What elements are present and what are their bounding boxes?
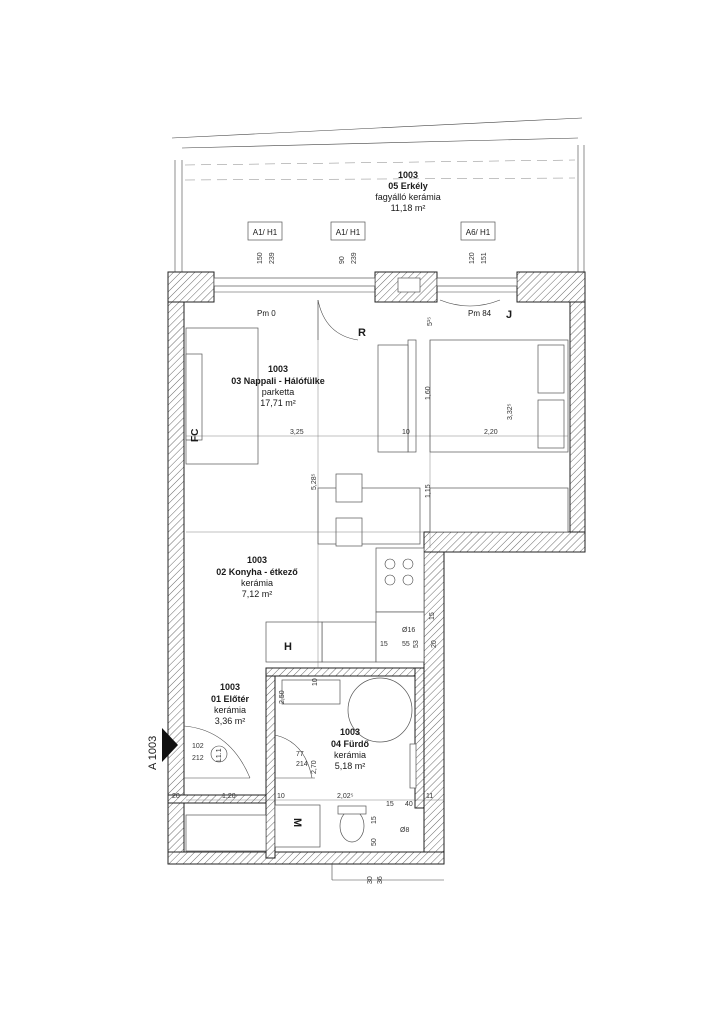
svg-text:A1/ H1: A1/ H1 [336,228,361,237]
svg-text:15: 15 [386,801,394,808]
sofa [185,327,259,465]
svg-text:77: 77 [296,751,304,758]
washer-area [185,804,321,852]
svg-text:20: 20 [431,640,438,648]
svg-text:3,36 m²: 3,36 m² [215,716,246,726]
svg-text:kerámia: kerámia [334,750,366,760]
kitchen-counter [265,547,425,663]
svg-text:Pm 84: Pm 84 [468,309,492,318]
svg-text:Ø16: Ø16 [402,627,415,634]
svg-text:239: 239 [269,252,276,264]
svg-text:R: R [358,327,366,339]
svg-text:kerámia: kerámia [214,705,246,715]
svg-text:1003: 1003 [398,170,418,180]
svg-text:kerámia: kerámia [241,578,273,588]
room-label-kitchen: 1003 02 Konyha - étkező kerámia 7,12 m² [216,555,298,599]
balcony-outline [171,117,585,272]
dimension-lines [186,300,568,801]
shower [347,677,413,743]
svg-text:05 Erkély: 05 Erkély [388,181,428,191]
svg-text:3,25: 3,25 [290,429,304,436]
svg-text:2,20: 2,20 [484,429,498,436]
svg-text:11: 11 [426,793,433,800]
svg-text:A1/ H1: A1/ H1 [253,228,278,237]
svg-text:10: 10 [277,793,285,800]
svg-text:01 Előtér: 01 Előtér [211,694,250,704]
svg-text:04 Fürdő: 04 Fürdő [331,739,370,749]
bed [407,339,569,453]
svg-text:02 Konyha - étkező: 02 Konyha - étkező [216,567,298,577]
svg-text:40: 40 [405,801,413,808]
svg-text:Ø8: Ø8 [400,827,409,834]
window-tag-2: A1/ H1 [330,221,366,241]
svg-text:5,18 m²: 5,18 m² [335,761,366,771]
svg-text:214: 214 [296,761,308,768]
svg-text:A6/ H1: A6/ H1 [466,228,491,237]
plan-marks: Pm 0 Pm 84 R J FC H M L1.1 [190,309,512,827]
door-swing-living [317,299,359,341]
svg-text:11,18 m²: 11,18 m² [391,203,426,213]
svg-text:120: 120 [469,252,476,264]
svg-text:2,50: 2,50 [279,690,286,704]
section-marker: A 1003 [147,728,178,770]
svg-text:151: 151 [481,252,488,264]
svg-text:J: J [506,309,512,321]
svg-text:1,60: 1,60 [425,386,432,400]
svg-text:17,71 m²: 17,71 m² [260,398,296,408]
svg-text:2,02⁵: 2,02⁵ [337,793,354,800]
svg-text:15: 15 [429,612,436,620]
room-label-living: 1003 03 Nappali - Hálófülke parketta 17,… [231,364,325,408]
svg-text:1003: 1003 [247,555,267,565]
svg-text:A 1003: A 1003 [147,736,159,770]
bottom-connector [331,864,444,881]
svg-text:1,15: 1,15 [425,484,432,498]
toilet [337,805,367,843]
svg-text:3,32⁵: 3,32⁵ [507,403,514,420]
svg-text:20: 20 [172,793,180,800]
svg-text:239: 239 [351,252,358,264]
svg-text:55: 55 [402,641,410,648]
svg-text:1003: 1003 [220,682,240,692]
room-label-bath: 1003 04 Fürdő kerámia 5,18 m² [331,727,370,771]
door-swing-balcony [439,299,501,307]
svg-text:90: 90 [339,256,346,264]
room-label-balcony: 1003 05 Erkély fagyálló kerámia 11,18 m² [375,170,441,213]
svg-text:Pm 0: Pm 0 [257,309,276,318]
svg-text:5¹⁵: 5¹⁵ [427,317,434,326]
window-dims: 150 239 90 239 120 151 [257,252,488,264]
svg-text:1003: 1003 [268,364,288,374]
window-tag-3: A6/ H1 [460,221,496,241]
svg-text:fagyálló kerámia: fagyálló kerámia [375,192,441,202]
svg-text:50: 50 [371,838,378,846]
svg-text:53: 53 [413,640,420,648]
svg-text:10: 10 [312,678,319,686]
svg-text:parketta: parketta [262,387,295,397]
svg-text:150: 150 [257,252,264,264]
svg-text:102: 102 [192,743,204,750]
svg-text:2,70: 2,70 [311,760,318,774]
window-tag-1: A1/ H1 [247,221,283,241]
svg-text:1003: 1003 [340,727,360,737]
svg-text:FC: FC [190,429,201,442]
bath-sink [281,679,341,705]
room-label-hall: 1003 01 Előtér kerámia 3,36 m² [211,682,250,726]
svg-text:15: 15 [380,641,388,648]
svg-text:15: 15 [371,816,378,824]
svg-text:7,12 m²: 7,12 m² [242,589,273,599]
radiator [409,743,417,789]
svg-text:03 Nappali - Hálófülke: 03 Nappali - Hálófülke [231,376,325,386]
dining-set [317,473,569,547]
svg-text:H: H [284,641,292,653]
entrance-door [183,725,251,779]
svg-text:L1.1: L1.1 [216,748,223,762]
wardrobe [377,344,409,453]
svg-text:212: 212 [192,755,204,762]
svg-text:M: M [291,818,303,827]
bath-door [274,734,315,779]
svg-text:5,28⁵: 5,28⁵ [311,473,318,490]
svg-text:10: 10 [402,429,410,436]
windows-top [213,277,518,293]
svg-text:1,20: 1,20 [222,793,236,800]
